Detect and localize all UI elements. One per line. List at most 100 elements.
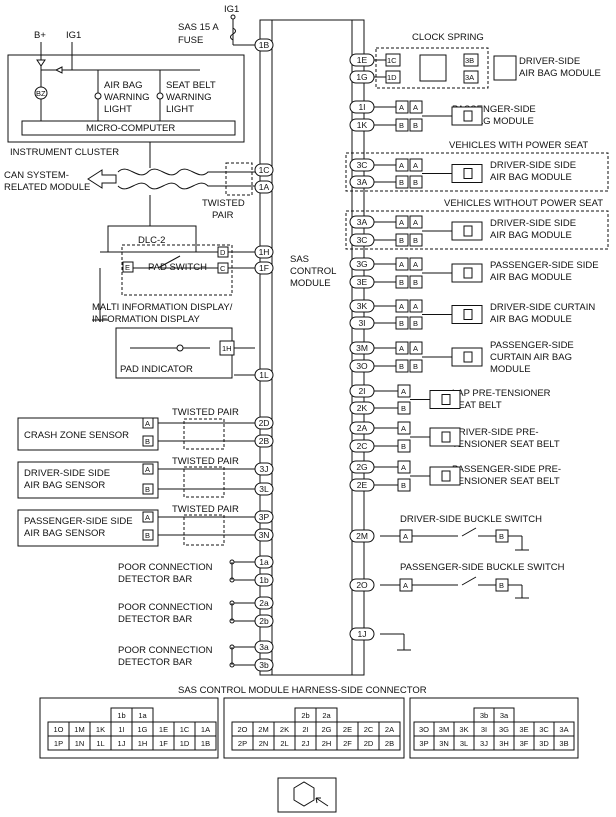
harness-1K: 1K [96,725,105,734]
right-pin-19: 2E [357,480,368,490]
right-pin-5: 3A [357,177,368,187]
without-power-seat: VEHICLES WITHOUT POWER SEAT [444,198,603,209]
driver-side-airbag-3: DRIVER-SIDE SIDE [490,218,576,229]
pad-c: C [220,264,226,273]
harness-2H: 2H [322,739,332,748]
harness-1O: 1O [53,725,63,734]
driver-sensor-1: DRIVER-SIDE SIDE [24,468,110,479]
right-pin-17: 2C [357,441,368,451]
harness-2J: 2J [302,739,310,748]
bplus-label: B+ [34,30,46,41]
harness-1L: 1L [96,739,104,748]
left-pin-1A-shape [254,180,274,194]
left-pin-3L: 3L [259,484,269,494]
passenger-curtain-3: MODULE [490,364,531,375]
poor-conn-2-line2: DETECTOR BAR [118,614,192,625]
left-pin-1H: 1H [259,247,270,257]
harness-1D: 1D [180,739,190,748]
harness-2I: 2I [302,725,308,734]
sas-module-body [259,19,365,676]
driver-airbag-2: AIR BAG MODULE [519,68,601,79]
harness-3L: 3L [460,739,468,748]
passenger-sensor-2: AIR BAG SENSOR [24,528,105,539]
harness-3I: 3I [481,725,487,734]
rpin-a-0: A [399,103,404,112]
ig1-cluster-label: IG1 [66,30,81,41]
rpin-a2-0: A [413,103,418,112]
driver-buckle-label: DRIVER-SIDE BUCKLE SWITCH [400,514,542,525]
drv-buckle-a: A [403,532,408,541]
harness-1J: 1J [118,739,126,748]
driver-side-airbag-4: AIR BAG MODULE [490,230,572,241]
harness-1P: 1P [54,739,63,748]
harness-3N: 3N [439,739,449,748]
driver-airbag-squib-icon [493,55,517,81]
harness-2A: 2A [385,725,394,734]
rpin-a-5: A [399,344,404,353]
passenger-sensor-1: PASSENGER-SIDE SIDE [24,516,133,527]
harness-3C: 3C [539,725,549,734]
rpin-b-5: B [399,362,404,371]
rpin-b2-4: B [413,319,418,328]
micro-computer-box [21,120,236,136]
module-name-1: SAS [290,254,309,265]
harness-3K: 3K [459,725,468,734]
right-pin-0: 1E [357,55,368,65]
passenger-curtain-1: PASSENGER-SIDE [490,340,574,351]
lap-2: SEAT BELT [452,400,502,411]
rpin-b2-5: B [413,362,418,371]
fuse-label: SAS 15 A [178,22,219,33]
twisted-pair-shield [225,162,253,196]
micro-computer-label: MICRO-COMPUTER [86,123,175,134]
harness-3G: 3G [499,725,509,734]
harness-1a: 1a [138,711,147,720]
rpin-b2-3: B [413,278,418,287]
harness-3B: 3B [559,739,568,748]
crash-sensor-box [17,417,159,451]
clock-pin-2: 3B [465,56,474,65]
right-pin-11: 3I [358,318,365,328]
driver-side-airbag-2: AIR BAG MODULE [490,172,572,183]
right-pin-12: 3M [356,343,368,353]
harness-2F: 2F [343,739,352,748]
pad-d: D [220,248,226,257]
dlc-label: DLC-2 [138,235,165,246]
harness-3F: 3F [520,739,529,748]
driver-sensor-box [17,461,159,499]
passenger-airbag-1: PASSENGER-SIDE [452,104,536,115]
right-pin-4: 3C [357,160,368,170]
bz-label: BZ [36,89,46,98]
can-twisted-1: TWISTED [202,198,245,209]
rpin-b-4: B [399,319,404,328]
clock-spring-label: CLOCK SPRING [412,32,484,43]
right-pin-18: 2G [356,462,367,472]
passenger-pretens-1: PASSENGER-SIDE PRE- [452,464,561,475]
connector-view-icon [293,781,315,807]
right-pin-8: 3G [356,259,367,269]
harness-3A: 3A [559,725,568,734]
passenger-airbag-2: AIR BAG MODULE [452,116,534,127]
right-pin-6: 3A [357,217,368,227]
sensor-pin-0: A [145,419,150,428]
left-pin-1a: 1a [259,557,269,567]
left-pin-3b: 3b [259,660,269,670]
passenger-side-airbag-1: PASSENGER-SIDE SIDE [490,260,599,271]
left-pin-2D: 2D [259,418,270,428]
left-pin-3a: 3a [259,642,269,652]
left-pin-3J: 3J [260,464,269,474]
seatbelt-lamp-icon [156,92,164,100]
right-pin-21: 2O [356,580,368,590]
harness-1G: 1G [137,725,147,734]
pad-indicator-lamp-icon [176,344,184,352]
rpin-b-0: B [399,121,404,130]
harness-3D: 3D [539,739,549,748]
left-pin-1A: 1A [259,182,270,192]
pad-e: E [125,263,130,272]
rpin-a-1: A [399,161,404,170]
rpin-b-8: B [401,481,406,490]
harness-1A: 1A [201,725,210,734]
twisted-pair-3: TWISTED PAIR [172,504,239,515]
left-pin-1B: 1B [259,40,270,50]
